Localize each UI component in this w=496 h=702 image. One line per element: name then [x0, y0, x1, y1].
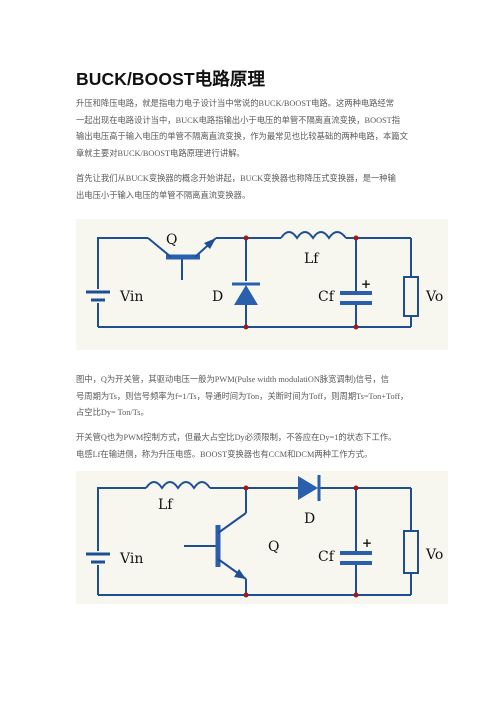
text-line: 升压和降压电路，就是指电力电子设计当中常说的BUCK/BOOST电路。这两种电路… [76, 99, 395, 108]
label-cf: Cf [318, 289, 336, 305]
buck-circuit-diagram: Q Lf Vin D Cf Vo + [76, 219, 448, 350]
load-resistor-icon [403, 276, 419, 317]
junction-node [243, 485, 249, 491]
junction-node [243, 235, 249, 241]
page-title: BUCK/BOOST电路原理 [76, 69, 266, 89]
junction-nodes [243, 235, 359, 330]
boost-circuit-svg: Lf D Vin Q Cf Vo + [86, 475, 443, 598]
label-q: Q [166, 232, 177, 248]
battery-icon [86, 552, 110, 564]
boost-circuit-diagram: Lf D Vin Q Cf Vo + [76, 471, 448, 604]
text-line: 号周期为Ts，则信号频率为f=1/Ts，导通时间为Ton，关断时间为Toff，则… [76, 391, 409, 401]
label-vin: Vin [119, 551, 143, 567]
label-lf: Lf [304, 251, 320, 267]
text-line: 开关管Q也为PWM控制方式，但最大占空比Dy必须限制，不答应在Dy=1的状态下工… [76, 433, 397, 442]
inductor-lf-icon [280, 231, 347, 240]
label-d: D [212, 289, 223, 305]
label-vo: Vo [425, 289, 443, 305]
label-cf: Cf [318, 549, 336, 565]
buck-circuit-svg: Q Lf Vin D Cf Vo + [86, 231, 443, 330]
text-line: 输出电压高于输入电压的单管不隔离直流变换，作为最常见也比较基础的两种电路，本篇文 [76, 132, 408, 141]
text-line: 出电压小于输入电压的单管不隔离直流变换器。 [76, 190, 251, 200]
text-line: 一起出现在电路设计当中，BUCK电路指输出小于电压的单管不隔离直流变换，BOOS… [76, 115, 401, 125]
label-q: Q [268, 539, 279, 555]
buck-description-paragraph: 图中，Q为开关管，其驱动电压一般为PWM(Pulse width modulat… [76, 372, 420, 422]
junction-node [353, 235, 359, 241]
transistor-q-icon [147, 237, 217, 260]
text-line: 章就主要对BUCK/BOOST电路原理进行讲解。 [76, 148, 245, 158]
diode-d-icon [298, 475, 321, 501]
capacitor-cf-icon [340, 551, 372, 565]
junction-nodes [243, 485, 359, 598]
junction-node [353, 592, 359, 598]
junction-node [243, 592, 249, 598]
text-line: 首先让我们从BUCK变换器的概念开始讲起，BUCK变换器也称降压式变换器，是一种… [76, 174, 396, 183]
buck-intro-paragraph: 首先让我们从BUCK变换器的概念开始讲起，BUCK变换器也称降压式变换器，是一种… [76, 171, 420, 204]
boost-intro-paragraph: 开关管Q也为PWM控制方式，但最大占空比Dy必须限制，不答应在Dy=1的状态下工… [76, 430, 420, 463]
junction-node [243, 324, 249, 330]
label-vo: Vo [425, 547, 443, 563]
diode-d-icon [232, 282, 260, 305]
text-line: 图中，Q为开关管，其驱动电压一般为PWM(Pulse width modulat… [76, 375, 389, 384]
transistor-q-icon [215, 512, 247, 580]
text-line: 电感Lf在输进侧，称为升压电感。BOOST变换器也有CCM和DCM两种工作方式。 [76, 449, 373, 459]
label-plus: + [361, 277, 371, 291]
load-resistor-icon [403, 530, 419, 574]
capacitor-cf-icon [340, 291, 372, 305]
label-lf: Lf [158, 497, 174, 513]
junction-node [353, 485, 359, 491]
label-plus: + [362, 536, 372, 550]
label-vin: Vin [119, 289, 143, 305]
inductor-lf-icon [145, 481, 211, 490]
label-d: D [304, 511, 315, 527]
text-line: 占空比Dy= Ton/Ts。 [76, 408, 149, 417]
junction-node [353, 324, 359, 330]
intro-paragraph: 升压和降压电路，就是指电力电子设计当中常说的BUCK/BOOST电路。这两种电路… [76, 96, 420, 162]
